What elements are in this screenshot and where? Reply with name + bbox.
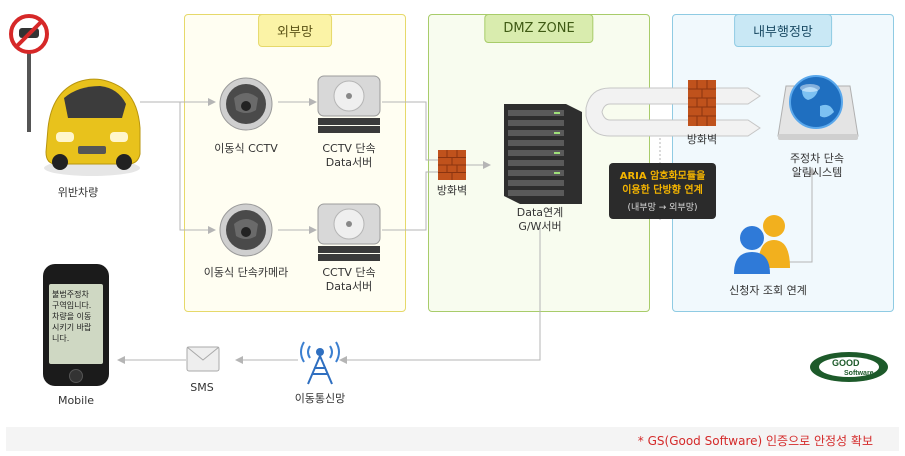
alert-system-label: 주정차 단속 알림시스템 xyxy=(789,152,845,179)
car-icon xyxy=(38,68,146,184)
phone-screen: 불법주정차 구역입니다. 차량을 이동 시키기 바랍 니다. xyxy=(49,284,103,364)
mobile-cctv-icon xyxy=(218,76,274,136)
mobile-network-label: 이동통신망 xyxy=(294,392,346,405)
firewall-label-external: 방화벽 xyxy=(436,184,468,197)
dmz-zone-title: DMZ ZONE xyxy=(484,14,594,43)
speed-camera-icon xyxy=(218,202,274,262)
gw-server-label: Data연계 G/W서버 xyxy=(516,206,564,233)
good-software-logo: GOOD Software xyxy=(808,349,890,389)
gs-certification-note: * GS(Good Software) 인증으로 안정성 확보 xyxy=(637,434,873,448)
antenna-tower-icon xyxy=(294,330,346,390)
external-network-zone: 외부망 xyxy=(184,14,406,312)
firewall-label-internal: 방화벽 xyxy=(686,133,718,146)
mobile-phone: 불법주정차 구역입니다. 차량을 이동 시키기 바랍 니다. xyxy=(43,264,109,386)
mobile-label: Mobile xyxy=(57,394,95,407)
gw-server-icon xyxy=(494,100,586,214)
cctv-data-server-label-1: CCTV 단속 Data서버 xyxy=(322,142,376,169)
alert-system-icon xyxy=(776,66,860,146)
no-parking-sign-icon xyxy=(9,14,49,138)
svg-text:Software: Software xyxy=(844,370,874,377)
mobile-cctv-label: 이동식 CCTV xyxy=(214,142,278,155)
speed-camera-label: 이동식 단속카메라 xyxy=(203,266,289,279)
applicant-label: 신청자 조회 연계 xyxy=(729,284,807,297)
external-zone-title: 외부망 xyxy=(258,14,332,47)
vehicle-label: 위반차량 xyxy=(57,186,99,199)
footer-bar: * GS(Good Software) 인증으로 안정성 확보 xyxy=(6,427,899,451)
sms-label: SMS xyxy=(190,381,214,394)
cctv-data-server-icon xyxy=(316,74,382,138)
users-icon xyxy=(730,212,794,280)
cctv-data-server-label-2: CCTV 단속 Data서버 xyxy=(322,266,376,293)
envelope-icon xyxy=(186,346,220,376)
firewall-icon xyxy=(438,150,466,184)
aria-encryption-callout: ARIA 암호화모듈을 이용한 단방향 연계 (내부망 → 외부망) xyxy=(609,163,716,219)
phone-home-button xyxy=(69,369,83,383)
svg-text:GOOD: GOOD xyxy=(832,358,860,368)
firewall-icon xyxy=(688,80,716,130)
cctv-data-server-icon xyxy=(316,202,382,266)
internal-zone-title: 내부행정망 xyxy=(734,14,832,47)
